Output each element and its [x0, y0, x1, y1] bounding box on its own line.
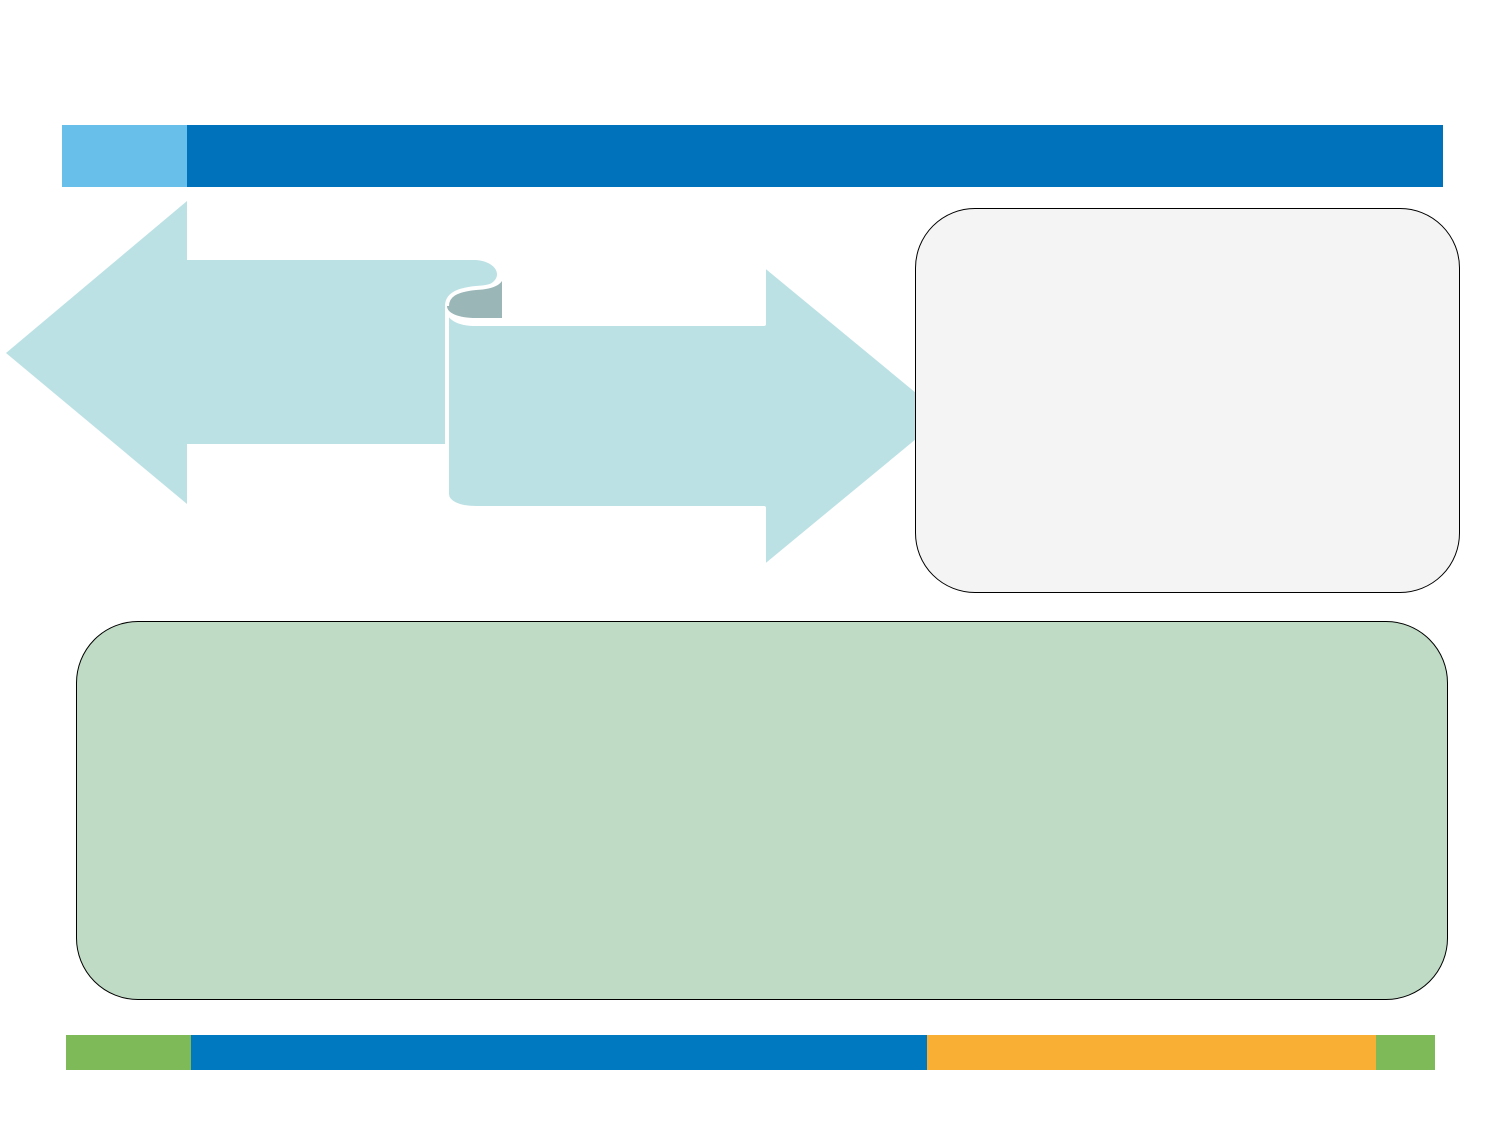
footer-bar-green-right	[1376, 1035, 1435, 1070]
summary-box	[76, 621, 1448, 1000]
left-arrow-icon	[6, 201, 498, 504]
scroll-curl-outline	[445, 273, 504, 307]
info-box	[915, 208, 1460, 593]
footer-bar-green-left	[66, 1035, 191, 1070]
summary-box-text	[77, 622, 1447, 999]
right-arrow-icon	[445, 263, 949, 569]
scroll-curl-icon	[447, 274, 502, 318]
header-bar-accent	[62, 125, 187, 187]
header-bar	[187, 125, 1443, 187]
footer-bar-blue	[191, 1035, 927, 1070]
footer-bar-orange	[927, 1035, 1376, 1070]
info-box-text	[916, 209, 1459, 592]
